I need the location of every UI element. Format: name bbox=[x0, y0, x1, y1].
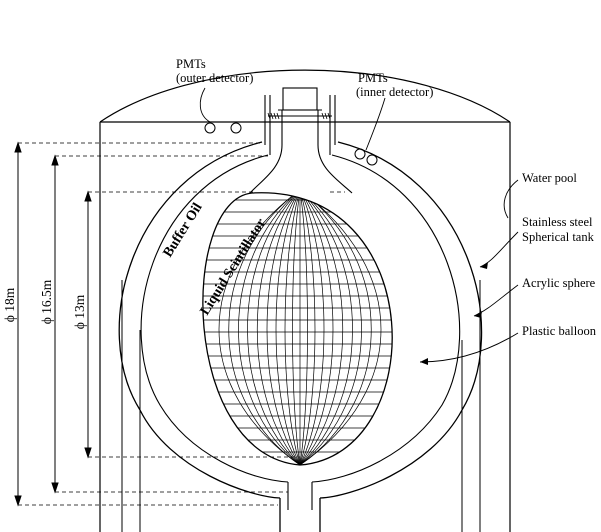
label-water-pool: Water pool bbox=[522, 171, 577, 185]
label-stainless-line1: Stainless steel bbox=[522, 215, 593, 229]
label-acrylic-sphere: Acrylic sphere bbox=[522, 276, 596, 290]
label-pmt-inner-line1: PMTs bbox=[358, 71, 388, 85]
pmt-outer-circles bbox=[204, 122, 242, 134]
water-pool-outline bbox=[99, 69, 511, 532]
dimension-label-16-5m: ϕ 16.5m bbox=[39, 279, 54, 324]
label-stainless-line2: Spherical tank bbox=[522, 230, 595, 244]
label-pmt-outer-line1: PMTs bbox=[176, 57, 206, 71]
dimension-label-18m: ϕ 18m bbox=[2, 287, 17, 322]
chimney-flange bbox=[267, 112, 331, 120]
balloon-neck bbox=[249, 110, 353, 194]
leader-arrowheads bbox=[420, 262, 488, 365]
pmt-inner-circles bbox=[354, 148, 378, 166]
label-pmt-inner-line2: (inner detector) bbox=[356, 85, 433, 99]
chimney bbox=[264, 87, 336, 155]
dimension-arrows bbox=[14, 141, 92, 507]
stainless-tank bbox=[118, 141, 483, 532]
dimension-guides bbox=[18, 142, 345, 506]
acrylic-sphere bbox=[140, 154, 461, 510]
label-pmt-outer-line2: (outer detector) bbox=[176, 71, 253, 85]
label-plastic-balloon: Plastic balloon bbox=[522, 324, 597, 338]
support-legs bbox=[121, 280, 481, 532]
dimension-label-13m: ϕ 13m bbox=[72, 294, 87, 329]
plastic-balloon bbox=[202, 192, 393, 466]
